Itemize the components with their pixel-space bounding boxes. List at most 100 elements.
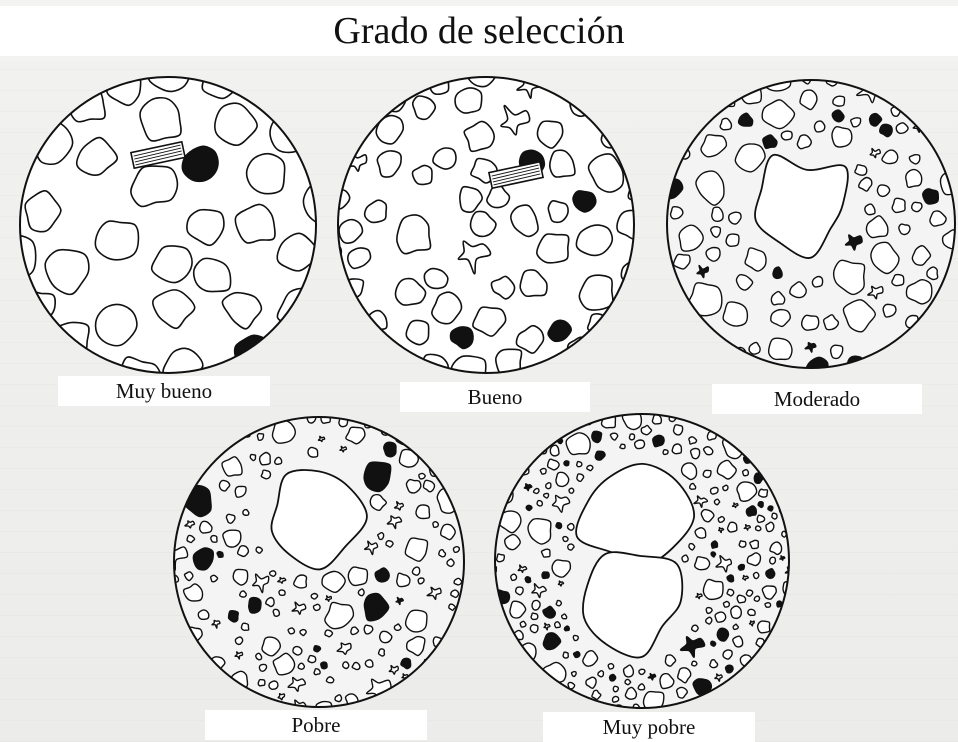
grain: [399, 449, 418, 467]
grain: [298, 663, 304, 669]
grain: [571, 672, 576, 677]
grain: [406, 320, 428, 344]
dark-grain: [726, 665, 734, 673]
grain: [348, 567, 367, 585]
dark-grain: [773, 267, 782, 278]
dark-grain: [249, 598, 261, 613]
grain: [758, 654, 767, 662]
grain: [378, 533, 384, 540]
grain: [269, 681, 278, 689]
grain: [766, 522, 774, 531]
grain: [691, 449, 700, 459]
dark-grain: [217, 552, 223, 558]
grain: [906, 170, 922, 188]
dark-grain: [715, 692, 721, 697]
grain: [711, 488, 718, 495]
grain: [746, 590, 752, 596]
grain: [896, 123, 908, 134]
grain: [703, 470, 711, 477]
dark-grain: [758, 502, 763, 508]
dark-grain: [592, 431, 602, 442]
grain: [273, 609, 279, 616]
grain: [270, 571, 276, 577]
thin-section-poorly-sorted: [172, 415, 466, 709]
grain: [394, 624, 401, 630]
dark-grain: [711, 641, 716, 646]
grain: [672, 444, 681, 454]
grain: [516, 587, 523, 595]
grain: [620, 444, 625, 448]
grain: [258, 680, 265, 686]
grain: [454, 578, 462, 585]
grain: [711, 339, 722, 351]
dark-grain: [564, 461, 569, 466]
grain: [509, 643, 514, 648]
grain: [587, 465, 593, 470]
grain: [758, 621, 770, 633]
grain: [639, 669, 645, 674]
grain: [257, 434, 263, 441]
grain: [256, 547, 262, 553]
label-well-sorted: Bueno: [400, 382, 590, 412]
grain: [569, 488, 574, 493]
grain: [685, 412, 692, 419]
grain: [259, 664, 266, 671]
grain: [95, 221, 138, 260]
grain: [689, 437, 697, 444]
grain: [873, 354, 888, 370]
grain: [797, 135, 811, 149]
grain: [537, 234, 569, 263]
grain: [494, 609, 499, 614]
grain: [663, 450, 668, 455]
dark-grain: [727, 575, 734, 582]
grain: [689, 544, 695, 550]
grain: [261, 470, 270, 479]
grain: [705, 420, 712, 427]
grain: [671, 207, 683, 219]
grain: [714, 499, 719, 505]
grain: [608, 664, 614, 669]
grain: [548, 201, 568, 223]
grain: [754, 596, 759, 601]
grain: [433, 522, 438, 528]
grain: [447, 559, 454, 566]
grain: [750, 540, 759, 548]
grain: [226, 514, 235, 523]
grain: [293, 647, 302, 656]
grain: [612, 696, 618, 702]
grain: [308, 656, 316, 663]
grain: [211, 575, 218, 581]
grain: [613, 686, 618, 691]
grain: [775, 622, 790, 638]
grain: [238, 546, 249, 557]
grain: [772, 513, 777, 519]
grain: [812, 276, 822, 286]
grain: [756, 526, 761, 531]
grain: [851, 118, 861, 127]
grain: [556, 601, 561, 606]
grain: [674, 425, 683, 435]
grain: [192, 470, 200, 477]
grain: [550, 445, 559, 456]
grain: [737, 595, 745, 603]
grain: [540, 468, 546, 474]
grain: [352, 663, 360, 670]
grain: [531, 613, 538, 619]
grain: [769, 643, 776, 650]
grain: [235, 637, 242, 644]
grain: [629, 434, 634, 440]
grain: [493, 484, 513, 504]
grain: [520, 621, 526, 627]
grain: [227, 432, 235, 439]
grain: [682, 555, 688, 562]
dark-grain: [653, 435, 664, 446]
grain: [412, 567, 419, 575]
grain: [530, 625, 538, 633]
grain: [326, 677, 333, 683]
dark-grain: [384, 442, 396, 457]
grain: [325, 630, 332, 637]
grain: [712, 207, 723, 221]
grain: [240, 591, 247, 597]
grain: [418, 578, 424, 584]
figure-title: Grado de selección: [0, 6, 958, 56]
